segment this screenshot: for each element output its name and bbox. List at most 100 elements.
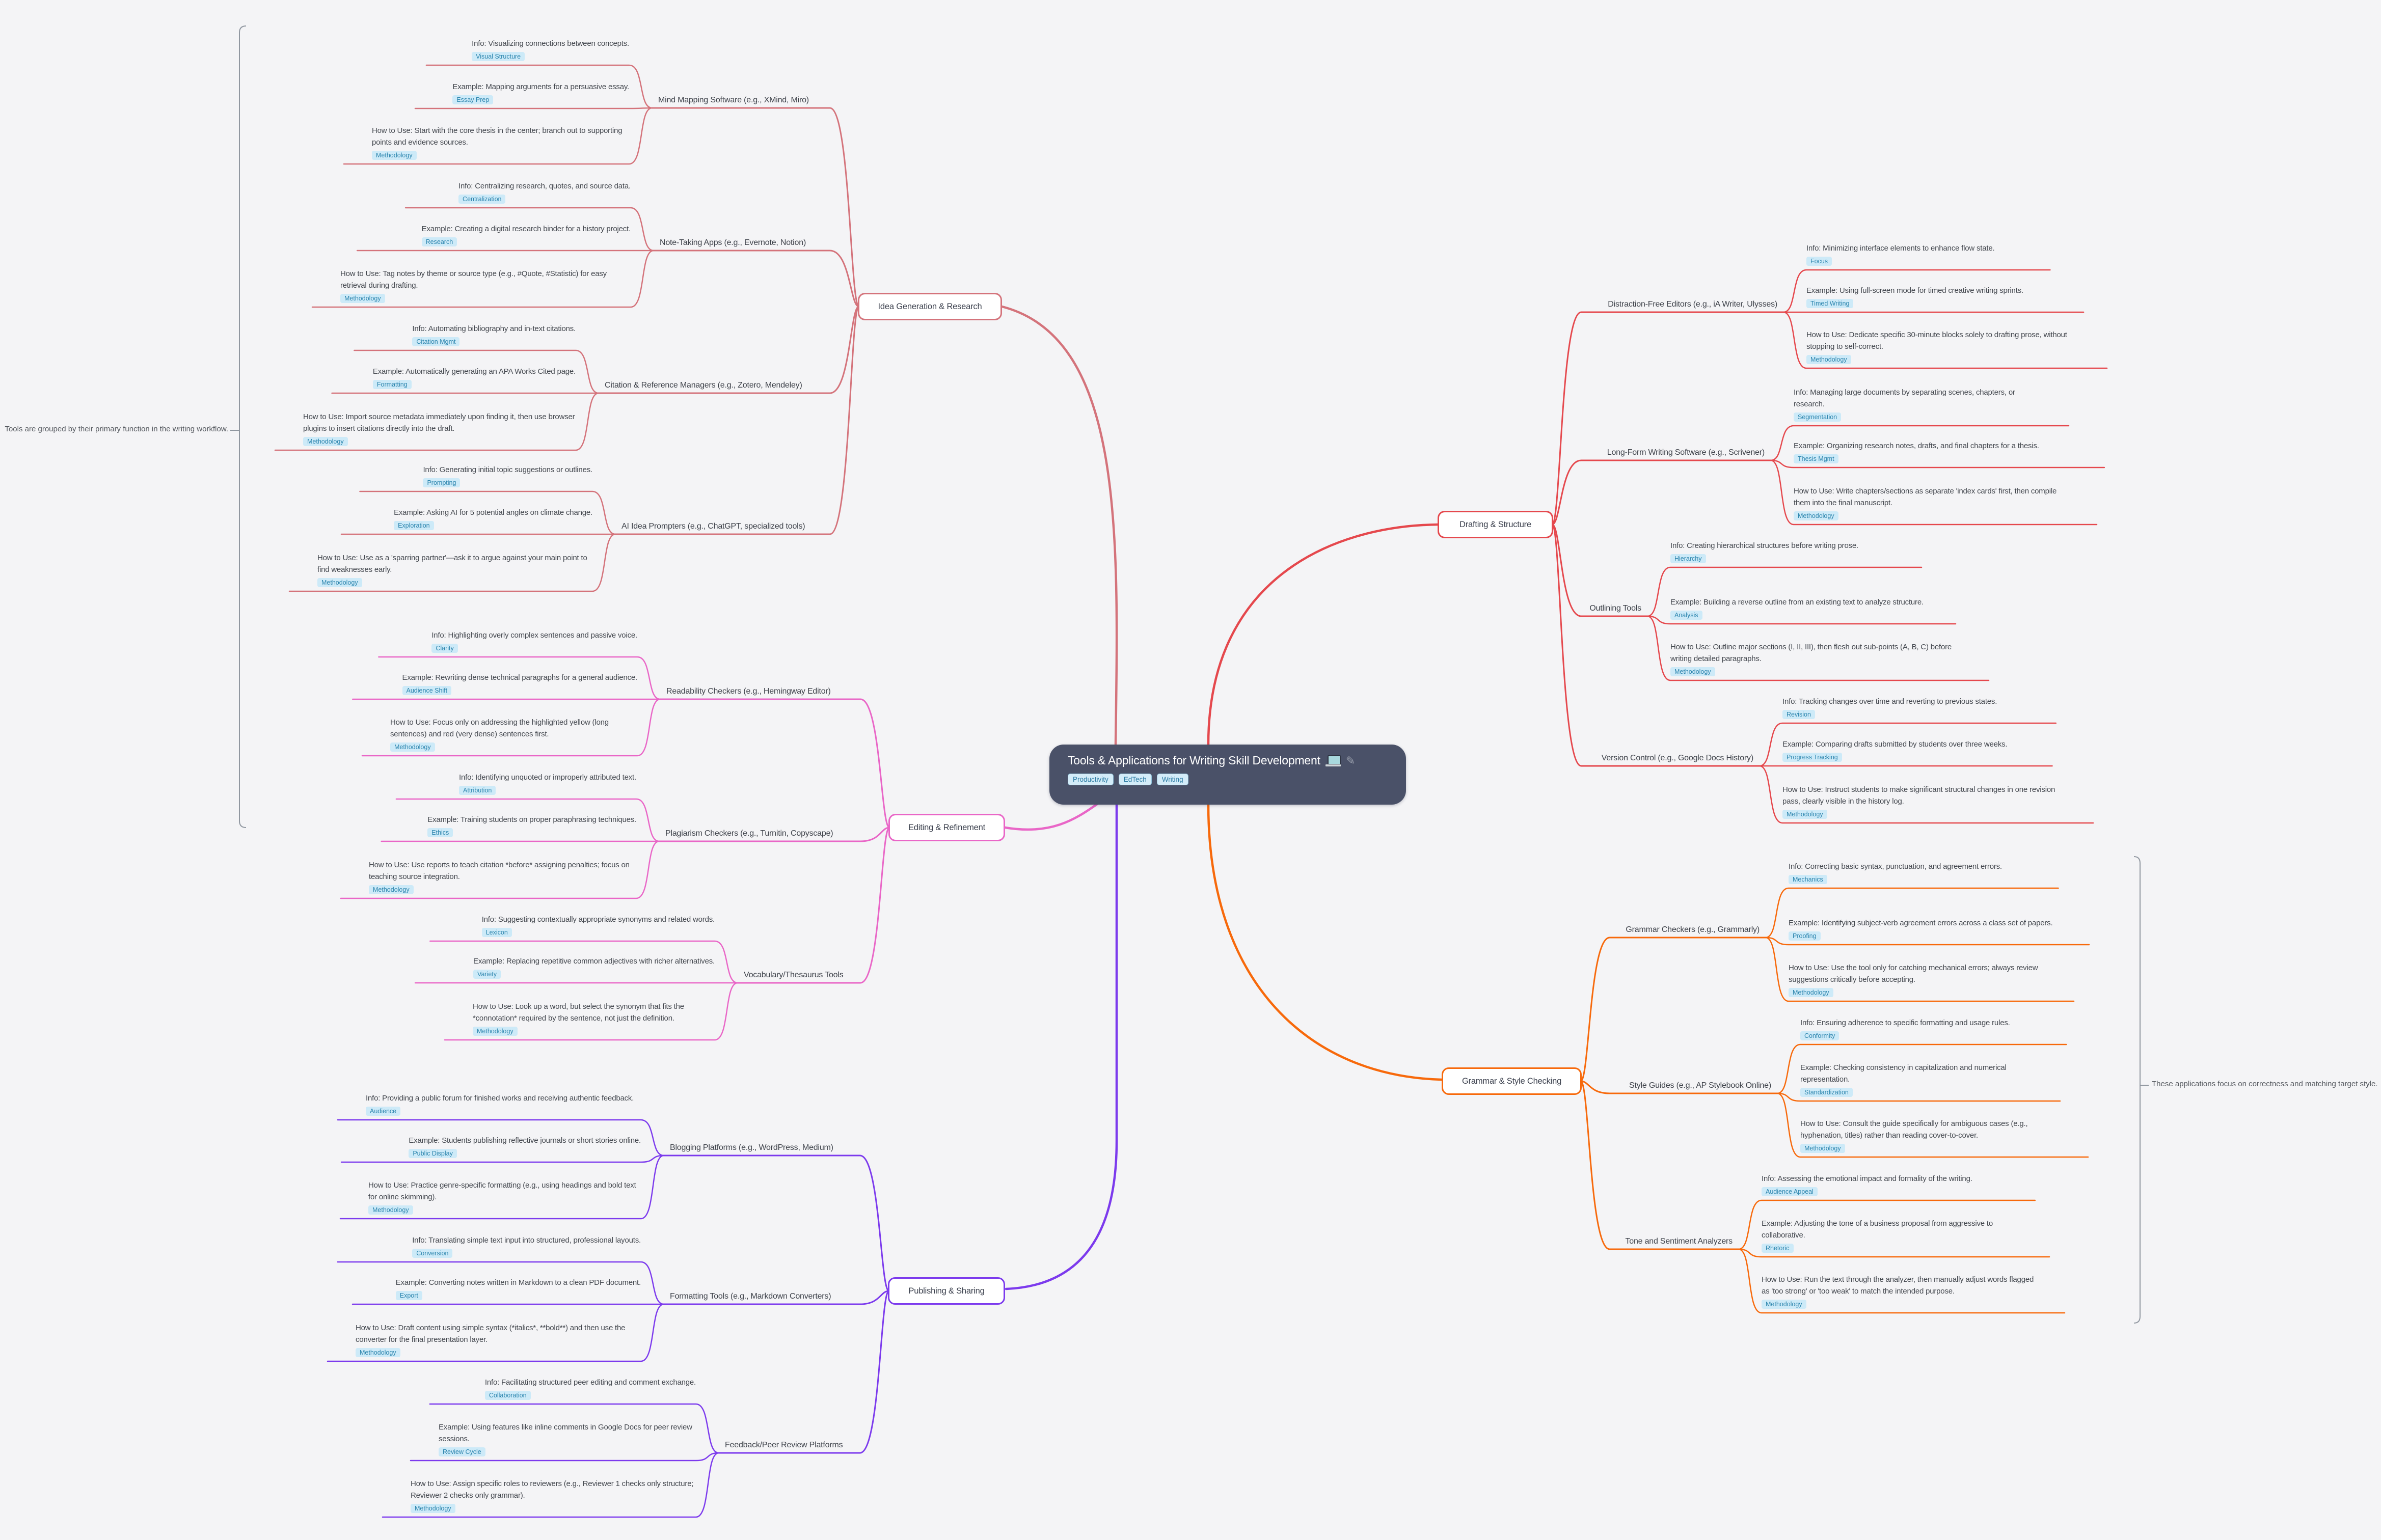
leaf-item[interactable]: Info: Providing a public forum for finis…: [366, 1092, 641, 1116]
leaf-item[interactable]: Example: Rewriting dense technical parag…: [402, 672, 637, 695]
leaf-item[interactable]: Example: Identifying subject-verb agreem…: [1789, 917, 2061, 941]
leaf-item[interactable]: How to Use: Dedicate specific 30-minute …: [1806, 329, 2079, 364]
leaf-item[interactable]: How to Use: Outline major sections (I, I…: [1670, 641, 1961, 676]
leaf-item[interactable]: Example: Creating a digital research bin…: [421, 223, 631, 246]
leaf-text: Example: Training students on proper par…: [427, 815, 636, 824]
leaf-item[interactable]: Info: Suggesting contextually appropriat…: [481, 914, 715, 937]
leaf-item[interactable]: Info: Minimizing interface elements to e…: [1806, 242, 1995, 266]
leaf-text: Info: Creating hierarchical structures b…: [1670, 541, 1859, 550]
leaf-item[interactable]: How to Use: Start with the core thesis i…: [372, 125, 629, 160]
left-bracket: [230, 25, 247, 828]
leaf-tag: Exploration: [394, 521, 434, 530]
leaf-item[interactable]: Example: Using features like inline comm…: [439, 1421, 696, 1456]
tool-note-taking-apps-e-g-evernote-notion[interactable]: Note-Taking Apps (e.g., Evernote, Notion…: [660, 238, 806, 247]
leaf-item[interactable]: Example: Training students on proper par…: [427, 814, 636, 837]
leaf-item[interactable]: Info: Creating hierarchical structures b…: [1670, 540, 1858, 563]
leaf-tag: Visual Structure: [472, 52, 525, 61]
leaf-item[interactable]: Info: Correcting basic syntax, punctuati…: [1789, 861, 2002, 884]
leaf-text: Info: Generating initial topic suggestio…: [423, 465, 592, 474]
root-tag: EdTech: [1118, 774, 1152, 785]
leaf-item[interactable]: Example: Mapping arguments for a persuas…: [452, 81, 629, 104]
leaf-item[interactable]: How to Use: Run the text through the ana…: [1762, 1274, 2037, 1309]
leaf-item[interactable]: Example: Comparing drafts submitted by s…: [1782, 738, 2008, 762]
tool-distraction-free-editors-e-g-ia-writer-ulysses[interactable]: Distraction-Free Editors (e.g., iA Write…: [1608, 300, 1777, 309]
leaf-tag: Research: [421, 237, 457, 246]
leaf-item[interactable]: How to Use: Use as a 'sparring partner'—…: [317, 552, 592, 587]
tool-blogging-platforms-e-g-wordpress-medium[interactable]: Blogging Platforms (e.g., WordPress, Med…: [670, 1143, 833, 1152]
leaf-item[interactable]: Info: Automating bibliography and in-tex…: [412, 323, 576, 346]
leaf-item[interactable]: How to Use: Write chapters/sections as s…: [1794, 485, 2069, 520]
leaf-item[interactable]: How to Use: Practice genre-specific form…: [368, 1179, 641, 1215]
leaf-item[interactable]: How to Use: Focus only on addressing the…: [390, 717, 637, 752]
leaf-item[interactable]: Example: Automatically generating an APA…: [372, 366, 576, 389]
leaf-item[interactable]: Info: Centralizing research, quotes, and…: [458, 180, 631, 204]
leaf-item[interactable]: How to Use: Use the tool only for catchi…: [1789, 962, 2046, 997]
leaf-text: Info: Automating bibliography and in-tex…: [412, 324, 576, 333]
leaf-item[interactable]: Example: Converting notes written in Mar…: [395, 1277, 641, 1300]
leaf-tag: Methodology: [390, 743, 435, 752]
tool-feedback-peer-review-platforms[interactable]: Feedback/Peer Review Platforms: [725, 1441, 843, 1449]
group-publishing-sharing[interactable]: Publishing & Sharing: [888, 1277, 1005, 1305]
tool-mind-mapping-software-e-g-xmind-miro[interactable]: Mind Mapping Software (e.g., XMind, Miro…: [658, 96, 809, 104]
leaf-tag: Progress Tracking: [1782, 753, 1842, 762]
group-grammar-style-checking[interactable]: Grammar & Style Checking: [1442, 1067, 1582, 1095]
leaf-item[interactable]: How to Use: Consult the guide specifical…: [1800, 1118, 2060, 1153]
leaf-item[interactable]: How to Use: Draft content using simple s…: [356, 1322, 641, 1357]
leaf-item[interactable]: Example: Asking AI for 5 potential angle…: [394, 507, 592, 530]
leaf-item[interactable]: Info: Assessing the emotional impact and…: [1762, 1173, 1972, 1196]
tool-citation-reference-managers-e-g-zotero-mendeley[interactable]: Citation & Reference Managers (e.g., Zot…: [605, 381, 802, 390]
leaf-item[interactable]: How to Use: Use reports to teach citatio…: [369, 859, 636, 894]
root-node[interactable]: Tools & Applications for Writing Skill D…: [1049, 745, 1406, 805]
leaf-text: Info: Assessing the emotional impact and…: [1762, 1174, 1972, 1183]
leaf-item[interactable]: Example: Checking consistency in capital…: [1800, 1062, 2032, 1097]
leaf-text: Example: Checking consistency in capital…: [1800, 1063, 2007, 1084]
leaf-item[interactable]: Example: Students publishing reflective …: [409, 1135, 641, 1158]
leaf-tag: Methodology: [1800, 1144, 1845, 1153]
tool-formatting-tools-e-g-markdown-converters[interactable]: Formatting Tools (e.g., Markdown Convert…: [670, 1292, 831, 1301]
leaf-item[interactable]: Info: Identifying unquoted or improperly…: [459, 772, 636, 795]
leaf-item[interactable]: How to Use: Instruct students to make si…: [1782, 784, 2065, 819]
leaf-text: How to Use: Start with the core thesis i…: [372, 126, 623, 147]
leaf-item[interactable]: Example: Adjusting the tone of a busines…: [1762, 1218, 2021, 1253]
leaf-item[interactable]: How to Use: Look up a word, but select t…: [473, 1001, 715, 1036]
tool-outlining-tools[interactable]: Outlining Tools: [1589, 604, 1641, 613]
tool-style-guides-e-g-ap-stylebook-online[interactable]: Style Guides (e.g., AP Stylebook Online): [1629, 1081, 1771, 1090]
leaf-item[interactable]: Info: Highlighting overly complex senten…: [431, 629, 637, 653]
tool-ai-idea-prompters-e-g-chatgpt-specialized-tools[interactable]: AI Idea Prompters (e.g., ChatGPT, specia…: [621, 522, 805, 531]
leaf-item[interactable]: Info: Facilitating structured peer editi…: [484, 1377, 696, 1400]
leaf-item[interactable]: How to Use: Tag notes by theme or source…: [340, 268, 631, 303]
leaf-tag: Lexicon: [481, 928, 512, 937]
leaf-item[interactable]: How to Use: Assign specific roles to rev…: [411, 1478, 696, 1513]
leaf-item[interactable]: How to Use: Import source metadata immed…: [303, 411, 576, 446]
leaf-tag: Export: [395, 1291, 422, 1300]
group-drafting-structure[interactable]: Drafting & Structure: [1438, 511, 1553, 538]
leaf-text: Example: Using full-screen mode for time…: [1806, 286, 2023, 295]
leaf-item[interactable]: Info: Tracking changes over time and rev…: [1782, 696, 1997, 719]
leaf-item[interactable]: Example: Building a reverse outline from…: [1670, 596, 1928, 620]
leaf-item[interactable]: Info: Managing large documents by separa…: [1794, 387, 2041, 422]
tool-version-control-e-g-google-docs-history[interactable]: Version Control (e.g., Google Docs Histo…: [1601, 754, 1753, 762]
leaf-item[interactable]: Info: Visualizing connections between co…: [472, 38, 629, 61]
leaf-text: Example: Creating a digital research bin…: [421, 224, 631, 233]
tool-grammar-checkers-e-g-grammarly[interactable]: Grammar Checkers (e.g., Grammarly): [1626, 925, 1760, 934]
leaf-item[interactable]: Info: Ensuring adherence to specific for…: [1800, 1017, 2010, 1040]
leaf-tag: Methodology: [340, 294, 385, 303]
tool-readability-checkers-e-g-hemingway-editor[interactable]: Readability Checkers (e.g., Hemingway Ed…: [666, 687, 831, 696]
leaf-item[interactable]: Info: Translating simple text input into…: [412, 1234, 641, 1258]
group-editing-refinement[interactable]: Editing & Refinement: [888, 814, 1005, 841]
tool-long-form-writing-software-e-g-scrivener[interactable]: Long-Form Writing Software (e.g., Scrive…: [1607, 448, 1765, 457]
leaf-item[interactable]: Example: Replacing repetitive common adj…: [473, 955, 715, 979]
tool-plagiarism-checkers-e-g-turnitin-copyscape[interactable]: Plagiarism Checkers (e.g., Turnitin, Cop…: [665, 829, 833, 838]
leaf-item[interactable]: Info: Generating initial topic suggestio…: [423, 464, 592, 487]
group-idea-generation-research[interactable]: Idea Generation & Research: [858, 293, 1002, 320]
tool-tone-and-sentiment-analyzers[interactable]: Tone and Sentiment Analyzers: [1625, 1237, 1733, 1246]
leaf-item[interactable]: Example: Using full-screen mode for time…: [1806, 285, 2023, 308]
leaf-text: Info: Providing a public forum for finis…: [366, 1093, 634, 1103]
leaf-tag: Segmentation: [1794, 413, 1842, 422]
leaf-tag: Methodology: [411, 1504, 455, 1513]
tool-vocabulary-thesaurus-tools[interactable]: Vocabulary/Thesaurus Tools: [744, 971, 844, 979]
leaf-item[interactable]: Example: Organizing research notes, draf…: [1794, 440, 2039, 463]
